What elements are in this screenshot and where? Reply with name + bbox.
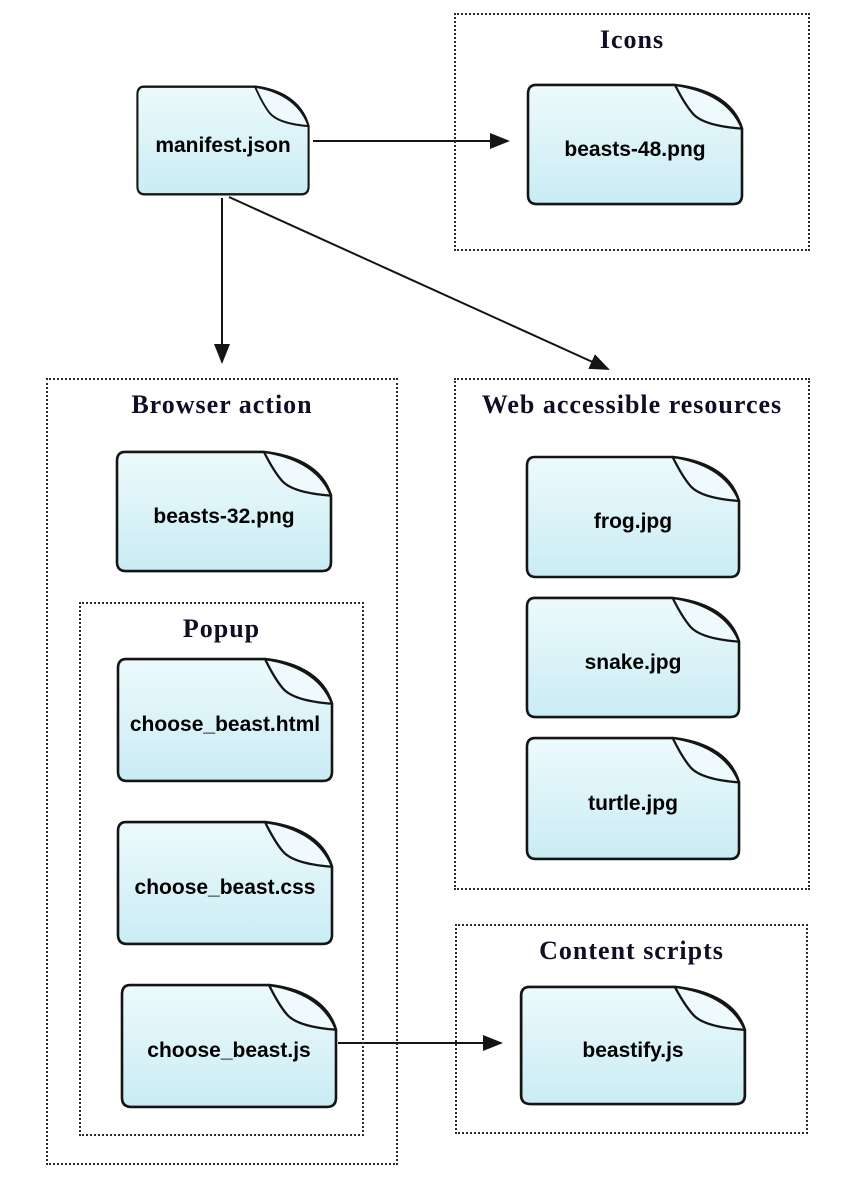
- file-label: beastify.js: [582, 1038, 684, 1062]
- file-label: beasts-48.png: [564, 137, 706, 161]
- document-icon: [116, 657, 334, 783]
- file-beasts-32-png: beasts-32.png: [114, 449, 334, 574]
- file-choose-beast-js: choose_beast.js: [119, 982, 339, 1110]
- file-beasts-48-png: beasts-48.png: [525, 82, 745, 207]
- group-popup: Popup choose_beast.html choose_beast.css: [79, 602, 364, 1136]
- file-label: snake.jpg: [584, 650, 682, 674]
- group-browser-action-title: Browser action: [131, 390, 313, 419]
- document-icon: [519, 985, 747, 1106]
- file-label: manifest.json: [155, 133, 291, 157]
- file-label: beasts-32.png: [153, 504, 295, 528]
- file-choose-beast-css: choose_beast.css: [115, 819, 335, 947]
- document-icon: [525, 596, 741, 719]
- document-icon: [120, 983, 338, 1109]
- document-icon: [116, 820, 334, 946]
- file-label: choose_beast.js: [147, 1039, 311, 1062]
- file-turtle-jpg: turtle.jpg: [524, 735, 742, 862]
- document-icon: [136, 85, 310, 196]
- file-label: frog.jpg: [593, 510, 673, 533]
- document-icon: [525, 455, 741, 579]
- document-icon: [115, 450, 333, 573]
- file-label: choose_beast.html: [129, 713, 321, 736]
- file-label: turtle.jpg: [588, 791, 678, 815]
- group-content-scripts: Content scripts beastify.js: [455, 924, 808, 1134]
- file-label: choose_beast.css: [134, 876, 316, 899]
- file-frog-jpg: frog.jpg: [524, 454, 742, 580]
- group-web-accessible-resources-title: Web accessible resources: [481, 390, 783, 419]
- file-beastify-js: beastify.js: [518, 984, 748, 1107]
- file-manifest-json: manifest.json: [135, 84, 311, 197]
- group-browser-action: Browser action beasts-32.png Popup choos…: [46, 378, 398, 1165]
- group-popup-title: Popup: [182, 614, 261, 643]
- group-icons-title: Icons: [599, 25, 665, 54]
- file-snake-jpg: snake.jpg: [524, 595, 742, 720]
- group-icons: Icons beasts-48.png: [454, 13, 810, 251]
- document-icon: [525, 736, 741, 861]
- document-icon: [526, 83, 744, 206]
- group-web-accessible-resources: Web accessible resources frog.jpg snake.…: [454, 378, 810, 890]
- group-content-scripts-title: Content scripts: [539, 936, 724, 965]
- file-choose-beast-html: choose_beast.html: [115, 656, 335, 784]
